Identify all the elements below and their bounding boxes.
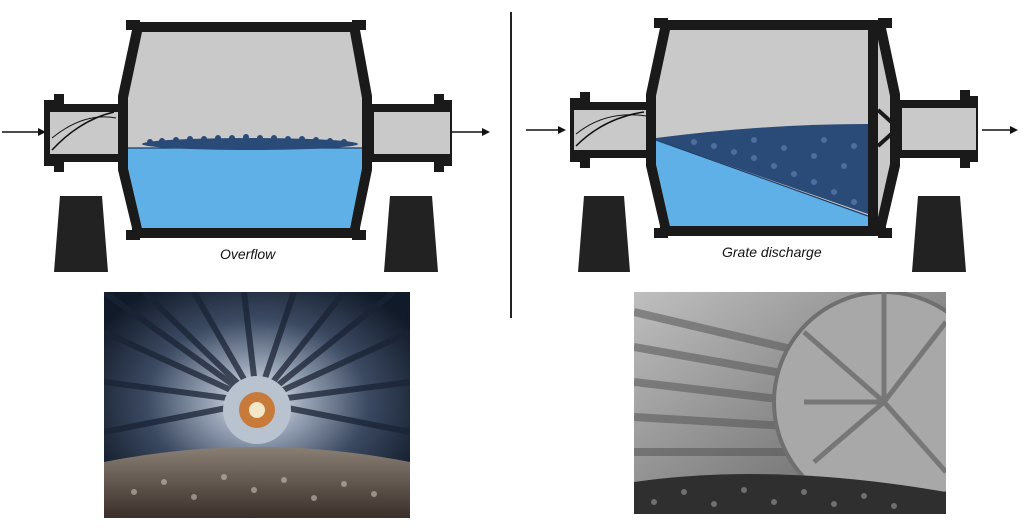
right-support xyxy=(912,196,966,272)
discharge-trunnion xyxy=(900,90,978,168)
panel-divider xyxy=(510,12,512,318)
inlet-arrow-icon xyxy=(2,128,46,136)
slurry-pool xyxy=(656,140,868,226)
inlet-arrow-icon xyxy=(526,126,566,134)
feed-trunnion xyxy=(44,94,120,172)
overflow-mill-diagram xyxy=(2,20,490,272)
overflow-mill-interior-photo xyxy=(104,292,410,518)
outlet-arrow-icon xyxy=(982,126,1018,134)
grate-discharge-caption: Grate discharge xyxy=(722,244,822,260)
slurry-pool xyxy=(128,148,362,228)
grinding-balls xyxy=(142,134,358,150)
grate-discharge-interior-photo xyxy=(634,292,946,514)
mill-shell xyxy=(118,20,372,240)
overflow-caption: Overflow xyxy=(220,246,276,262)
left-support xyxy=(54,196,108,272)
right-support xyxy=(384,196,438,272)
feed-trunnion xyxy=(570,92,650,168)
discharge-trunnion xyxy=(372,94,452,172)
grate-discharge-mill-diagram xyxy=(526,18,1018,272)
left-support xyxy=(578,196,630,272)
mill-shell xyxy=(646,18,901,238)
discharge-grate xyxy=(868,30,878,226)
grinding-balls xyxy=(656,124,868,214)
outlet-arrow-icon xyxy=(452,128,490,136)
